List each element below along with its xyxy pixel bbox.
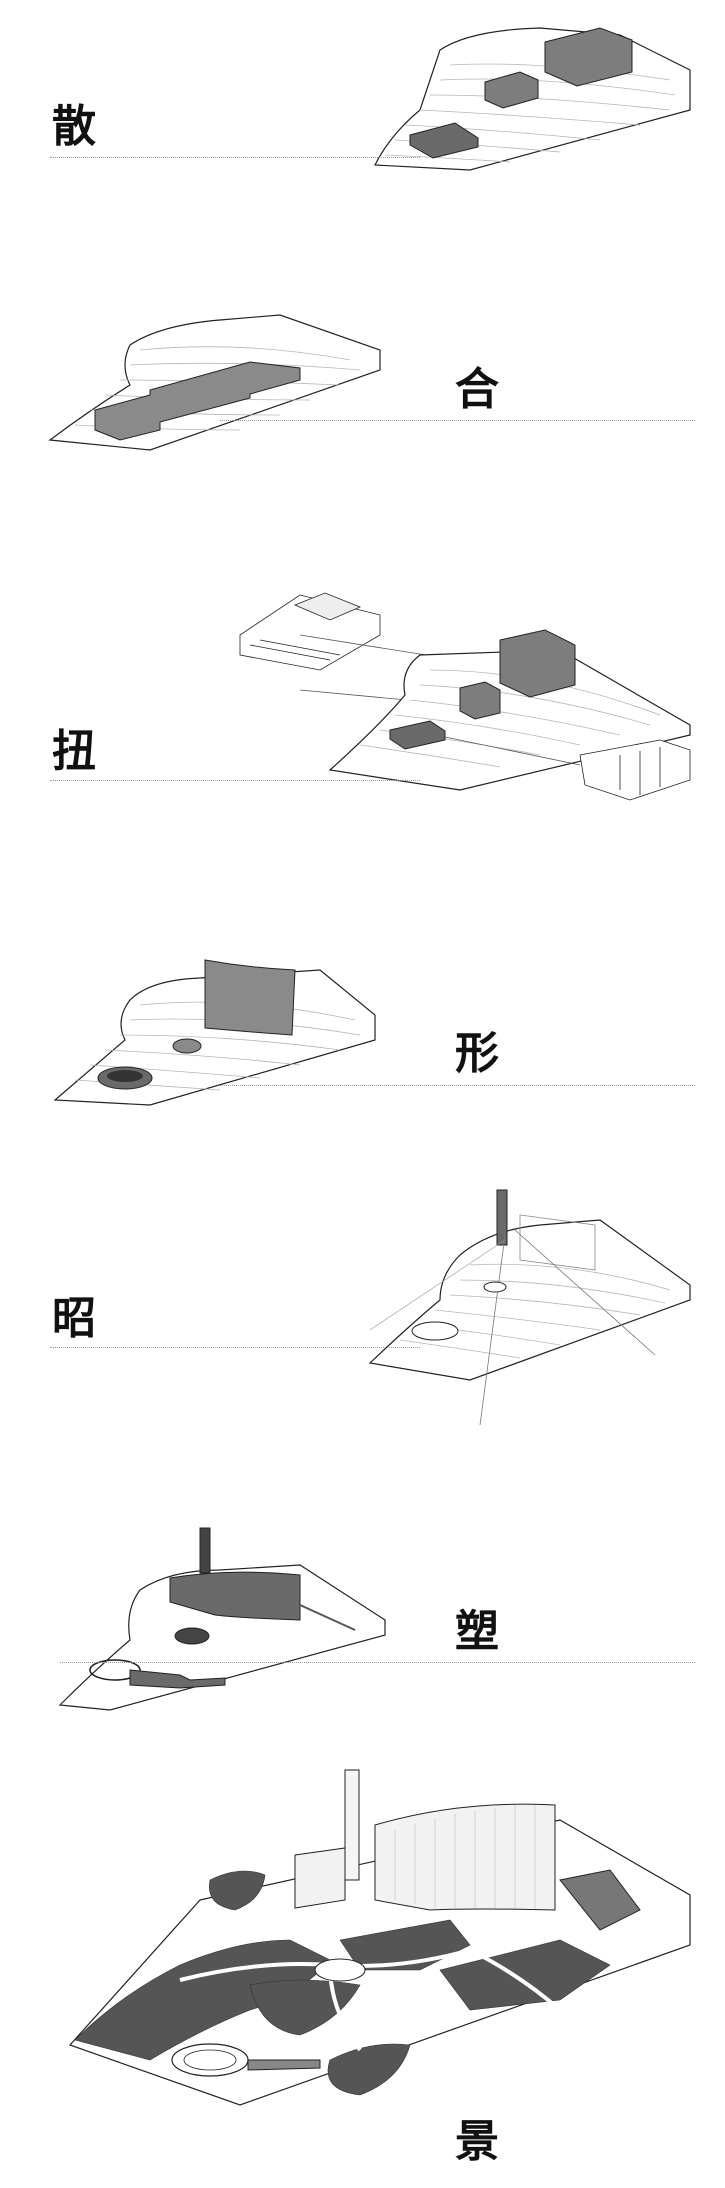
tower (199, 1527, 211, 1574)
mass-large (544, 27, 633, 87)
small-dome (174, 1627, 210, 1645)
form-baseline (220, 1085, 695, 1086)
panel-scene: 景 (0, 1760, 725, 2188)
combine-site-diagram (48, 314, 381, 451)
light-ray-2 (514, 1229, 656, 1356)
panel-twist: 扭 (0, 575, 725, 845)
light-ray-3 (369, 1239, 506, 1331)
step-label: 形 (455, 1028, 499, 1079)
panel-form: 形 (0, 940, 725, 1160)
illuminate-baseline (50, 1347, 420, 1348)
mass-large (499, 629, 576, 698)
mass-small (389, 720, 446, 750)
translucent-wall (519, 1214, 596, 1271)
amphitheatre (89, 1659, 226, 1689)
panel-illuminate: 昭 (0, 1175, 725, 1425)
reference-building-lower (579, 739, 691, 801)
twist-site-diagram (239, 592, 691, 801)
curved-wall (204, 959, 296, 1036)
scene-site-diagram (68, 1769, 691, 2106)
mass-combined (94, 361, 301, 441)
shape-site-diagram (58, 1527, 386, 1711)
panel-combine: 合 (0, 290, 725, 490)
sightline-3 (444, 736, 581, 766)
main-building (169, 1571, 301, 1621)
small-dome (172, 1038, 202, 1054)
west-volume (294, 1847, 346, 1909)
step-label: 景 (455, 2116, 499, 2167)
step-label: 昭 (52, 1293, 96, 1344)
landscape-planting (74, 1817, 611, 2096)
contour-lines (384, 63, 676, 163)
mass-medium (459, 681, 501, 720)
main-building (374, 1803, 556, 1911)
facade-lines (394, 1805, 536, 1909)
sunken-disc (411, 1321, 459, 1341)
entry-path (299, 1604, 356, 1631)
illuminate-site-diagram (368, 1189, 691, 1425)
form-site-diagram (53, 959, 376, 1106)
scatter-site-diagram (374, 27, 691, 171)
small-dome (314, 1958, 366, 1982)
light-ray-1 (479, 1234, 506, 1425)
shape-baseline (60, 1662, 695, 1663)
step-label: 扭 (52, 726, 96, 777)
tower (496, 1189, 508, 1246)
scatter-baseline (50, 157, 420, 158)
step-label: 塑 (455, 1606, 499, 1657)
panel-scatter: 散 (0, 0, 725, 300)
mass-small (409, 122, 479, 159)
terrace-steps (559, 1869, 641, 1931)
small-dome (483, 1281, 507, 1293)
reference-building-upper (239, 592, 381, 671)
step-label: 散 (52, 101, 96, 152)
mass-medium (484, 71, 539, 109)
panel-shape: 塑 (0, 1510, 725, 1740)
site-outline (368, 1219, 691, 1381)
twist-baseline (50, 780, 420, 781)
combine-baseline (220, 420, 695, 421)
tower (344, 1769, 360, 1881)
step-label: 合 (455, 364, 499, 415)
amphitheatre (171, 2043, 321, 2077)
contour-lines (399, 1263, 671, 1359)
